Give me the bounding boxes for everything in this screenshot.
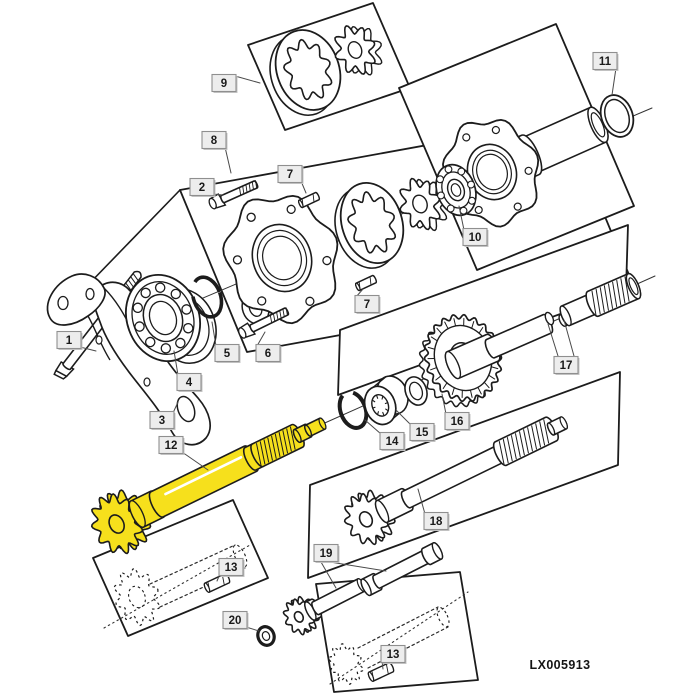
- part-5-snap-ring: [190, 275, 224, 319]
- callout-13-spring-pin-right[interactable]: 13: [380, 644, 407, 665]
- callout-number: 6: [265, 348, 271, 360]
- ghost-shaft-right: [328, 591, 469, 685]
- part-2-cap-screw: [208, 180, 259, 210]
- callout-number: 3: [159, 415, 165, 427]
- callout-number: 16: [451, 416, 464, 428]
- callout-20-sealing-washer[interactable]: 20: [222, 610, 249, 631]
- part-8-rotor-inner-mid: [399, 177, 448, 232]
- callout-6-cap-screw-lower[interactable]: 6: [255, 343, 282, 364]
- callout-7-dowel-pin-upper[interactable]: 7: [277, 164, 304, 185]
- callout-5-snap-ring[interactable]: 5: [214, 343, 241, 364]
- part-9-rotor-inner-top: [334, 25, 383, 76]
- callout-number: 9: [221, 78, 227, 90]
- callout-7-dowel-pin-lower[interactable]: 7: [354, 294, 381, 315]
- part-7-dowel-pin-lower: [355, 274, 377, 292]
- callout-12-pto-drive-shaft-highlighted[interactable]: 12: [158, 435, 185, 456]
- part-17-coupler-shaft: [444, 272, 642, 380]
- callout-number: 4: [186, 377, 193, 389]
- callout-number: 13: [225, 562, 238, 574]
- ghost-shaft-plate-box-left: [92, 499, 269, 637]
- part-18-pto-shaft: [343, 416, 569, 546]
- callout-number: 17: [560, 360, 573, 372]
- callout-17-coupler-shaft[interactable]: 17: [553, 355, 580, 376]
- part-20-sealing-washer: [256, 625, 276, 647]
- callout-9-rotor-set-plate[interactable]: 9: [211, 73, 238, 94]
- part-6-front-housing: [222, 194, 339, 325]
- part-16-thrust-washer: [404, 376, 428, 406]
- part-10-ball-bearing: [435, 163, 477, 217]
- part-12-highlighted-shaft: [90, 417, 327, 555]
- callout-number: 14: [386, 436, 399, 448]
- callout-number: 20: [229, 615, 242, 627]
- callout-15-bearing-bushing[interactable]: 15: [409, 422, 436, 443]
- part-19-shaft-piece-rear: [360, 542, 444, 597]
- callout-number: 15: [416, 427, 429, 439]
- callout-14-sealing-ring[interactable]: 14: [379, 431, 406, 452]
- callout-number: 11: [599, 56, 612, 68]
- callout-number: 19: [320, 548, 333, 560]
- callout-8-pump-housing-plate[interactable]: 8: [201, 130, 228, 151]
- callout-number: 7: [364, 299, 370, 311]
- callout-10-ball-bearing-rear[interactable]: 10: [462, 227, 489, 248]
- part-8-rotor-outer-mid: [334, 182, 405, 269]
- callout-3-support-bracket[interactable]: 3: [149, 410, 176, 431]
- callout-number: 18: [430, 516, 443, 528]
- callout-number: 12: [165, 440, 178, 452]
- callout-13-spring-pin-left[interactable]: 13: [218, 557, 245, 578]
- callout-number: 2: [199, 182, 205, 194]
- callout-number: 7: [287, 169, 293, 181]
- part-6-cap-screw: [237, 307, 290, 339]
- part-11-o-ring: [599, 94, 635, 138]
- drawing-number: LX005913: [530, 658, 591, 672]
- callout-number: 10: [469, 232, 482, 244]
- callout-4-ball-bearing-front[interactable]: 4: [176, 372, 203, 393]
- ghost-shaft-plate-box-right: [315, 571, 479, 693]
- callout-16-drive-gear[interactable]: 16: [444, 411, 471, 432]
- part-7-dowel-pin-upper: [298, 191, 320, 209]
- callout-number: 5: [224, 348, 231, 360]
- part-15-bearing-bushing: [363, 375, 409, 426]
- callout-2-cap-screw-upper[interactable]: 2: [189, 177, 216, 198]
- part-4-ball-bearing: [125, 273, 201, 363]
- callout-18-pto-shaft[interactable]: 18: [423, 511, 450, 532]
- callout-19-shaft-couplings[interactable]: 19: [313, 543, 340, 564]
- callout-1-mounting-bolt[interactable]: 1: [56, 330, 83, 351]
- part-9-rotor-outer-top: [269, 29, 342, 116]
- part-10-rear-housing: [442, 119, 540, 228]
- callout-number: 13: [387, 649, 400, 661]
- callout-11-o-ring[interactable]: 11: [592, 51, 619, 72]
- callout-number: 8: [211, 135, 218, 147]
- callout-number: 1: [66, 335, 73, 347]
- part-3-support-bracket: [46, 273, 211, 446]
